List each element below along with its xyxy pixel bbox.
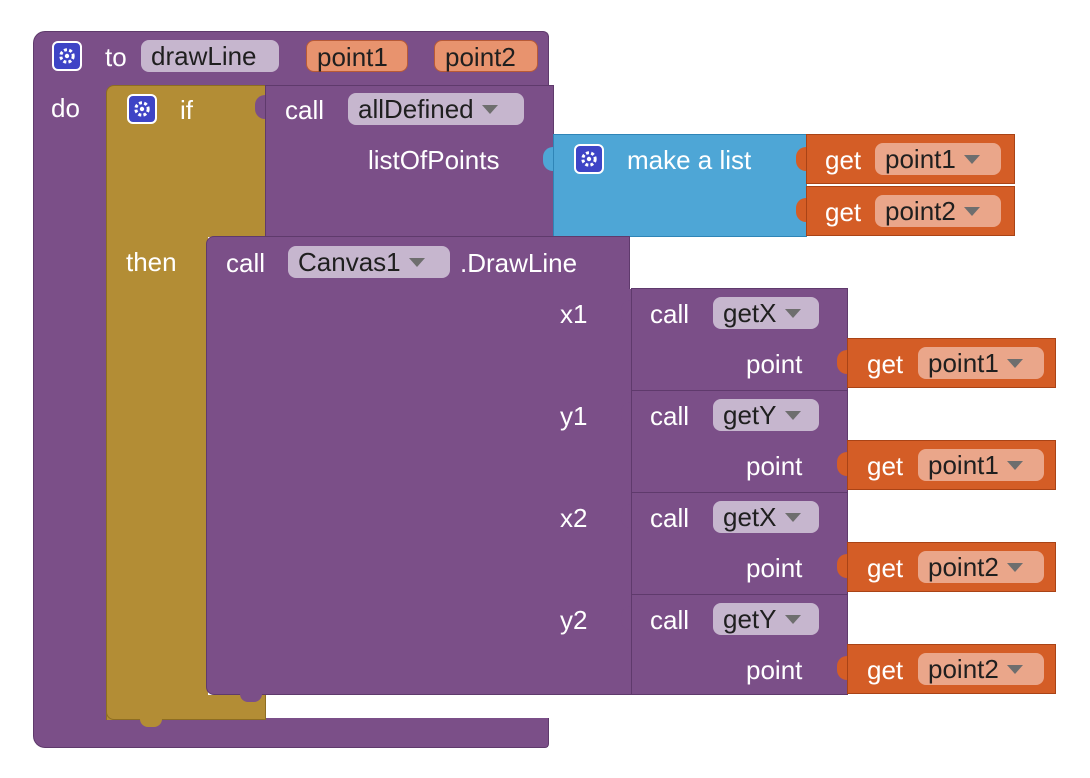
input-nub: [796, 198, 806, 222]
if-then-spine: [106, 236, 208, 720]
chevron-down-icon: [1006, 358, 1023, 368]
param-point2[interactable]: point2: [434, 40, 538, 72]
listOfPoints-label: listOfPoints: [368, 145, 500, 175]
proc-name: getY: [723, 400, 777, 430]
do-label: do: [51, 93, 80, 123]
var-name: point2: [928, 654, 999, 684]
call-label: call: [285, 95, 325, 125]
var-dropdown[interactable]: point1: [875, 143, 1001, 175]
point-param-label: point: [746, 553, 803, 583]
input-nub: [796, 147, 806, 171]
proc-name: getY: [723, 604, 777, 634]
var-name: point1: [928, 450, 999, 480]
input-nub: [837, 350, 847, 374]
if-bottom-bar: [106, 695, 266, 720]
get-label: get: [867, 655, 904, 685]
get-label: get: [867, 553, 904, 583]
call-label: call: [226, 248, 266, 278]
var-dropdown[interactable]: point1: [918, 449, 1044, 481]
get-label: get: [867, 349, 904, 379]
chevron-down-icon: [963, 206, 980, 216]
call-label: call: [650, 401, 690, 431]
chevron-down-icon: [481, 104, 498, 114]
call-label: call: [650, 503, 690, 533]
var-dropdown[interactable]: point1: [918, 347, 1044, 379]
input-nub: [837, 554, 847, 578]
input-nub: [621, 606, 631, 630]
component-name: Canvas1: [298, 247, 401, 277]
getX-dropdown[interactable]: getX: [713, 297, 819, 329]
proc-name: getX: [723, 298, 777, 328]
chevron-down-icon: [1006, 664, 1023, 674]
method-label: .DrawLine: [460, 248, 578, 278]
input-nub: [837, 656, 847, 680]
input-nub: [621, 504, 631, 528]
arg-label-y2: y2: [560, 605, 588, 635]
var-name: point2: [885, 196, 956, 226]
to-label: to: [105, 42, 127, 72]
point-param-label: point: [746, 655, 803, 685]
chevron-down-icon: [1006, 460, 1023, 470]
input-nub: [621, 402, 631, 426]
gear-icon[interactable]: [574, 144, 604, 174]
if-label: if: [180, 95, 193, 125]
chevron-down-icon: [784, 512, 801, 522]
chevron-down-icon: [784, 410, 801, 420]
var-name: point1: [885, 144, 956, 174]
var-dropdown[interactable]: point2: [918, 653, 1044, 685]
chevron-down-icon: [784, 308, 801, 318]
arg-label-y1: y1: [560, 401, 588, 431]
point-param-label: point: [746, 451, 803, 481]
var-dropdown[interactable]: point2: [918, 551, 1044, 583]
procedure-name-field[interactable]: drawLine: [141, 40, 279, 72]
chevron-down-icon: [963, 154, 980, 164]
input-nub: [837, 452, 847, 476]
chevron-down-icon: [408, 257, 425, 267]
param-point1[interactable]: point1: [306, 40, 408, 72]
procedure-bottom-bar: [33, 718, 549, 748]
chevron-down-icon: [1006, 562, 1023, 572]
proc-name: getX: [723, 502, 777, 532]
call-label: call: [650, 605, 690, 635]
var-name: point1: [928, 348, 999, 378]
allDefined-dropdown[interactable]: allDefined: [348, 93, 524, 125]
getX-dropdown[interactable]: getX: [713, 501, 819, 533]
component-dropdown[interactable]: Canvas1: [288, 246, 450, 278]
allDefined-name: allDefined: [358, 94, 474, 124]
call-label: call: [650, 299, 690, 329]
get-label: get: [867, 451, 904, 481]
getY-dropdown[interactable]: getY: [713, 603, 819, 635]
var-dropdown[interactable]: point2: [875, 195, 1001, 227]
chevron-down-icon: [784, 614, 801, 624]
then-label: then: [126, 247, 177, 277]
arg-label-x1: x1: [560, 299, 588, 329]
gear-icon[interactable]: [127, 94, 157, 124]
arg-label-x2: x2: [560, 503, 588, 533]
input-nub: [255, 95, 265, 119]
var-name: point2: [928, 552, 999, 582]
get-label: get: [825, 145, 862, 175]
drawline-next-notch: [240, 694, 262, 702]
input-nub: [543, 147, 553, 171]
gear-icon[interactable]: [52, 41, 82, 71]
point-param-label: point: [746, 349, 803, 379]
input-nub: [621, 300, 631, 324]
if-next-notch: [140, 719, 162, 727]
procedure-body-spine: [33, 85, 107, 719]
make-a-list-label: make a list: [627, 145, 752, 175]
get-label: get: [825, 197, 862, 227]
getY-dropdown[interactable]: getY: [713, 399, 819, 431]
